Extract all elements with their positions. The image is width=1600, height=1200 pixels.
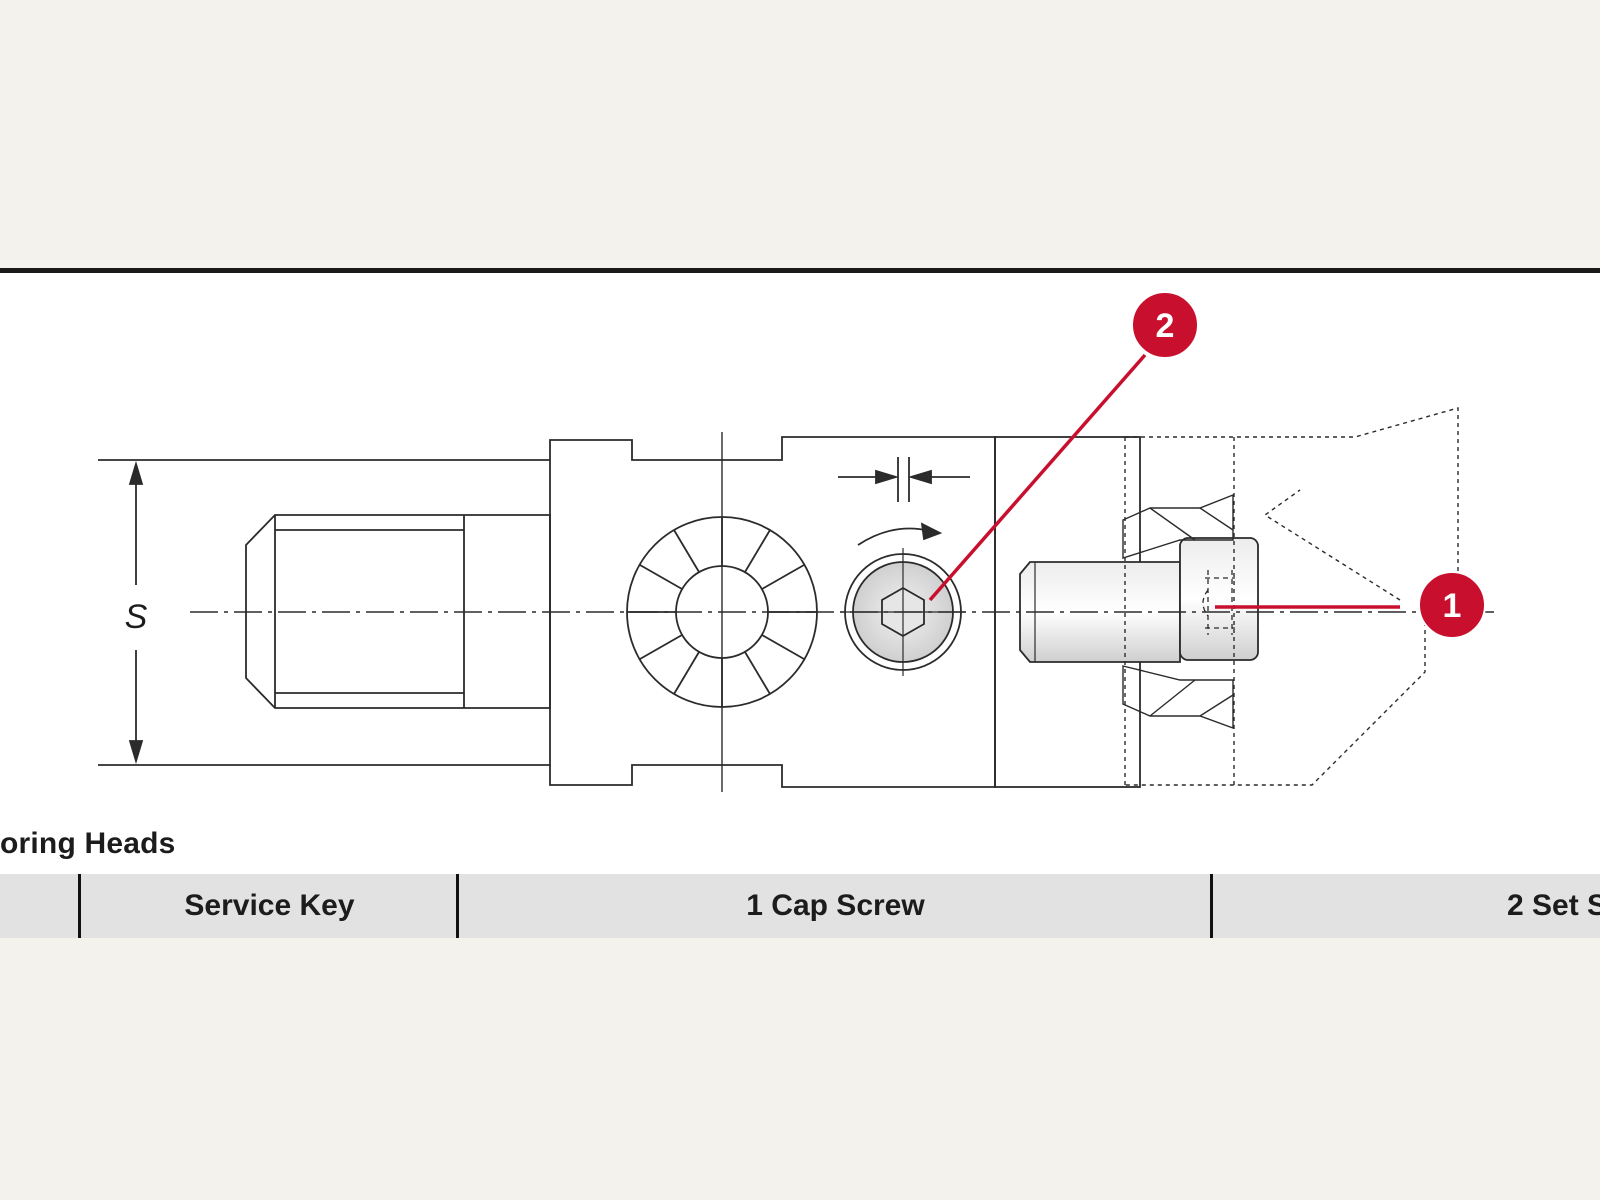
section-title: oring Heads xyxy=(0,827,176,860)
table-header-service-key: Service Key xyxy=(78,874,458,938)
cutting-tool-outline xyxy=(1124,407,1459,786)
callout-1-label: 1 xyxy=(1443,587,1462,625)
diagram-panel xyxy=(0,268,1600,938)
table-header-cell-0 xyxy=(0,874,80,938)
callout-2-badge: 2 xyxy=(1131,291,1199,359)
dimension-arrow-s xyxy=(128,460,144,765)
cap-screw xyxy=(1019,537,1259,663)
parts-table-header: Service Key 1 Cap Screw 2 Set S xyxy=(0,874,1600,938)
increment-dimension xyxy=(838,457,970,502)
dimension-label-s: S xyxy=(125,598,148,636)
callout-2-leader xyxy=(928,353,1147,602)
rotation-arrow xyxy=(857,522,943,546)
table-header-set-screw: 2 Set S xyxy=(1210,874,1600,938)
callout-2-label: 2 xyxy=(1156,307,1175,345)
table-header-cap-screw: 1 Cap Screw xyxy=(456,874,1212,938)
bore-section xyxy=(1122,493,1234,729)
callout-1-badge: 1 xyxy=(1418,571,1486,639)
